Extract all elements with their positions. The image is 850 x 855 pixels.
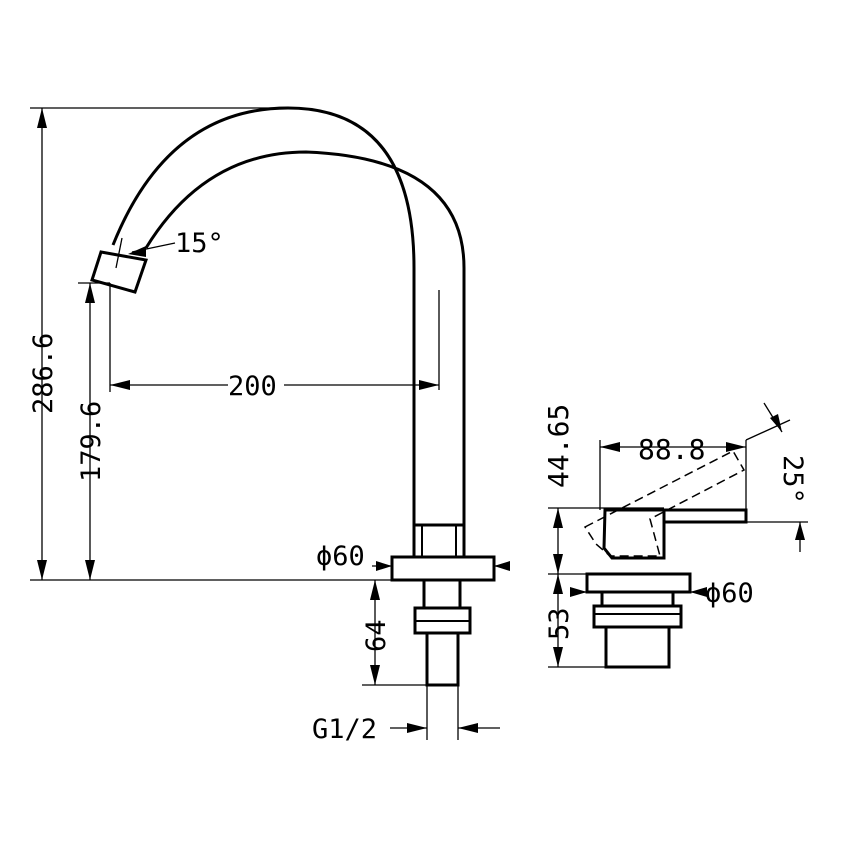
dim-base-diameter-label: ϕ60 <box>316 541 365 572</box>
dim-overall-height-label: 286.6 <box>28 333 59 414</box>
dim-handle-base-diameter-label: ϕ60 <box>705 578 754 609</box>
dim-base-diameter: ϕ60 <box>316 541 510 572</box>
dim-outlet-angle: 15° <box>115 228 224 269</box>
dim-outlet-height-label: 179.6 <box>76 401 107 482</box>
dim-handle-height-label: 44.65 <box>542 404 575 488</box>
dim-reach-label: 200 <box>228 371 277 402</box>
dim-shank-length-label: 64 <box>361 619 392 652</box>
spout-base <box>390 523 496 687</box>
spout-outline <box>90 106 466 525</box>
dim-outlet-height: 179.6 <box>76 282 110 580</box>
dim-handle-angle: 25° <box>745 402 808 552</box>
dim-handle-length: 88.8 <box>599 433 747 522</box>
dim-handle-shank-length-label: 53 <box>544 607 575 640</box>
dim-handle-height: 44.65 <box>542 404 664 574</box>
dim-outlet-angle-label: 15° <box>175 228 224 259</box>
dim-thread: G1/2 <box>312 685 500 745</box>
dim-handle-base-diameter: ϕ60 <box>570 578 754 609</box>
dim-handle-length-label: 88.8 <box>638 433 705 466</box>
dim-handle-shank-length: 53 <box>544 573 606 668</box>
handle-outline <box>583 450 748 669</box>
dim-handle-angle-label: 25° <box>777 455 808 504</box>
dim-reach: 200 <box>109 283 439 402</box>
dim-shank-length: 64 <box>361 580 427 686</box>
dim-thread-label: G1/2 <box>312 714 377 745</box>
dim-overall-height: 286.6 <box>28 107 392 581</box>
